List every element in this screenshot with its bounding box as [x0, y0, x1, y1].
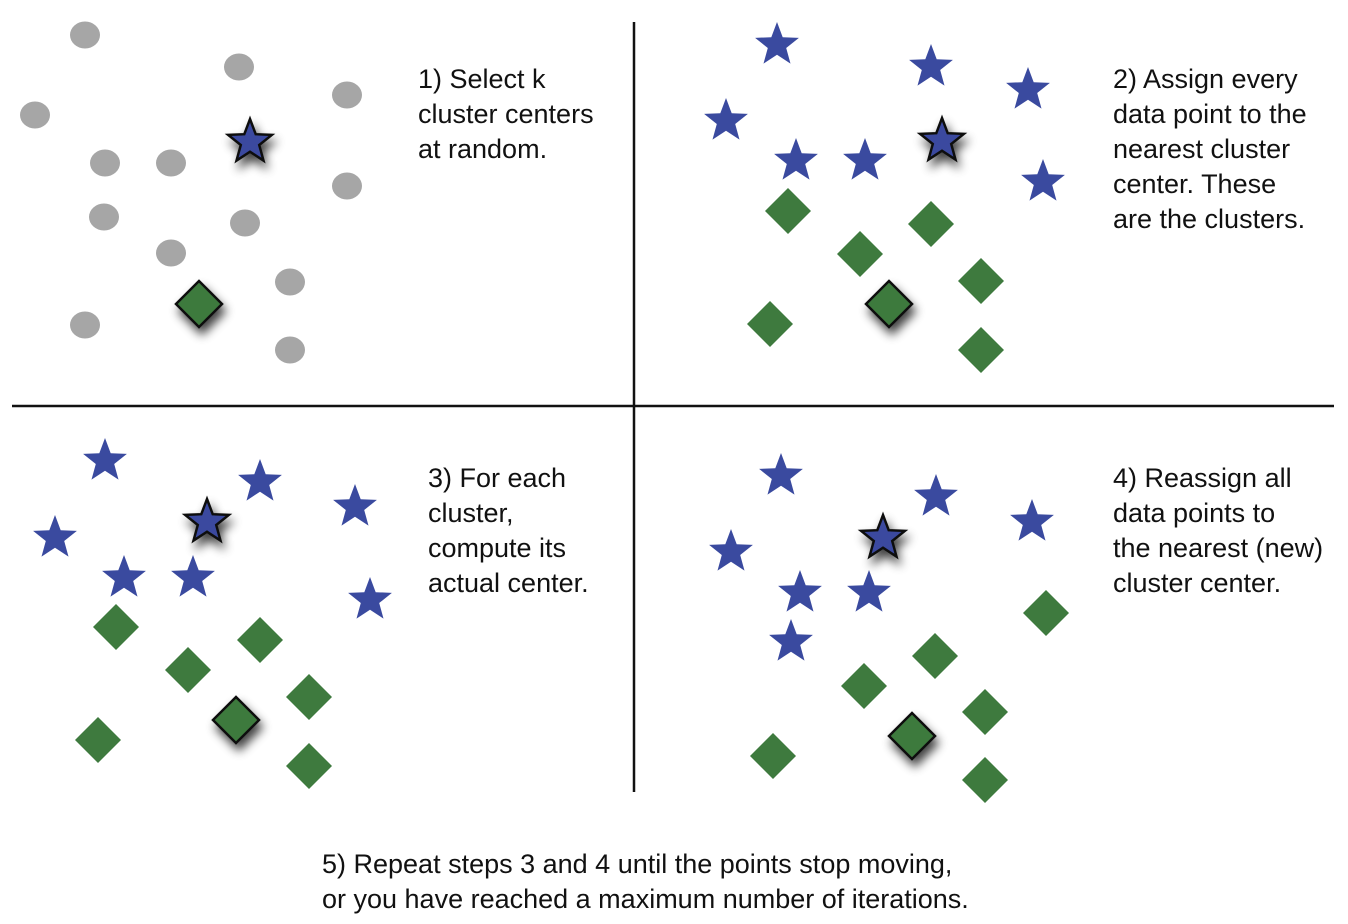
unassigned-point [89, 203, 119, 231]
unassigned-point [70, 311, 100, 339]
star-point [83, 438, 127, 480]
star-cluster-center [181, 495, 233, 544]
star-point [171, 555, 215, 597]
caption-line: at random. [418, 134, 548, 164]
caption-line: cluster, [428, 498, 514, 528]
diamond-point [765, 188, 811, 234]
caption-line: cluster centers [418, 99, 594, 129]
unassigned-point [230, 209, 260, 237]
unassigned-point [20, 101, 50, 129]
unassigned-point [275, 336, 305, 364]
caption-line: the nearest (new) [1113, 533, 1324, 563]
star-point [843, 138, 887, 180]
caption-line: nearest cluster [1113, 134, 1291, 164]
diamond-point [747, 301, 793, 347]
caption-line: or you have reached a maximum number of … [322, 884, 969, 914]
diamond-point [750, 733, 796, 779]
diamond-point [962, 689, 1008, 735]
unassigned-point [224, 53, 254, 81]
star-cluster-center [224, 115, 276, 164]
caption-line: 1) Select k [418, 64, 546, 94]
unassigned-point [275, 268, 305, 296]
unassigned-point [70, 21, 100, 49]
caption-line: compute its [428, 533, 567, 563]
unassigned-point [90, 149, 120, 177]
diamond-point [93, 604, 139, 650]
star-cluster-center [857, 511, 909, 560]
unassigned-point [332, 81, 362, 109]
star-point [914, 474, 958, 516]
diamond-point [908, 201, 954, 247]
caption-line: cluster center. [1113, 568, 1282, 598]
diamond-cluster-center [174, 279, 224, 329]
star-point [759, 453, 803, 495]
star-point [778, 570, 822, 612]
star-point [704, 98, 748, 140]
caption-line: 2) Assign every [1113, 64, 1298, 94]
caption-line: are the clusters. [1113, 204, 1306, 234]
caption-line: 5) Repeat steps 3 and 4 until the points… [322, 849, 953, 879]
unassigned-point [156, 239, 186, 267]
diamond-point [837, 231, 883, 277]
caption-line: actual center. [428, 568, 589, 598]
star-point [909, 44, 953, 86]
diamond-point [958, 327, 1004, 373]
diamond-point [958, 258, 1004, 304]
star-point [1021, 159, 1065, 201]
star-point [102, 555, 146, 597]
diamond-point [841, 663, 887, 709]
caption-line: center. These [1113, 169, 1277, 199]
diamond-point [1023, 590, 1069, 636]
step-1-caption: 1) Select k cluster centers at random. [418, 62, 594, 167]
diamond-point [165, 647, 211, 693]
star-point [769, 619, 813, 661]
step-2-caption: 2) Assign every data point to the neares… [1113, 62, 1307, 237]
star-point [755, 22, 799, 64]
star-point [333, 484, 377, 526]
star-point [1006, 67, 1050, 109]
diamond-cluster-center [864, 279, 914, 329]
star-point [774, 138, 818, 180]
star-cluster-center [916, 114, 968, 163]
step-3-caption: 3) For each cluster, compute its actual … [428, 461, 589, 601]
step-5-caption: 5) Repeat steps 3 and 4 until the points… [322, 847, 969, 917]
star-point [847, 570, 891, 612]
star-point [238, 459, 282, 501]
unassigned-point [156, 149, 186, 177]
unassigned-point [332, 172, 362, 200]
cluster-marks [20, 21, 1069, 803]
diamond-point [237, 617, 283, 663]
caption-line: data point to the [1113, 99, 1307, 129]
star-point [709, 529, 753, 571]
star-point [348, 577, 392, 619]
caption-line: 3) For each [428, 463, 567, 493]
diamond-cluster-center [887, 711, 937, 761]
step-4-caption: 4) Reassign all data points to the neare… [1113, 461, 1323, 601]
diamond-point [962, 757, 1008, 803]
caption-line: 4) Reassign all [1113, 463, 1292, 493]
diamond-point [75, 717, 121, 763]
caption-line: data points to [1113, 498, 1276, 528]
diamond-point [912, 633, 958, 679]
star-point [1010, 499, 1054, 541]
diamond-cluster-center [211, 695, 261, 745]
diamond-point [286, 674, 332, 720]
diamond-point [286, 743, 332, 789]
star-point [33, 515, 77, 557]
